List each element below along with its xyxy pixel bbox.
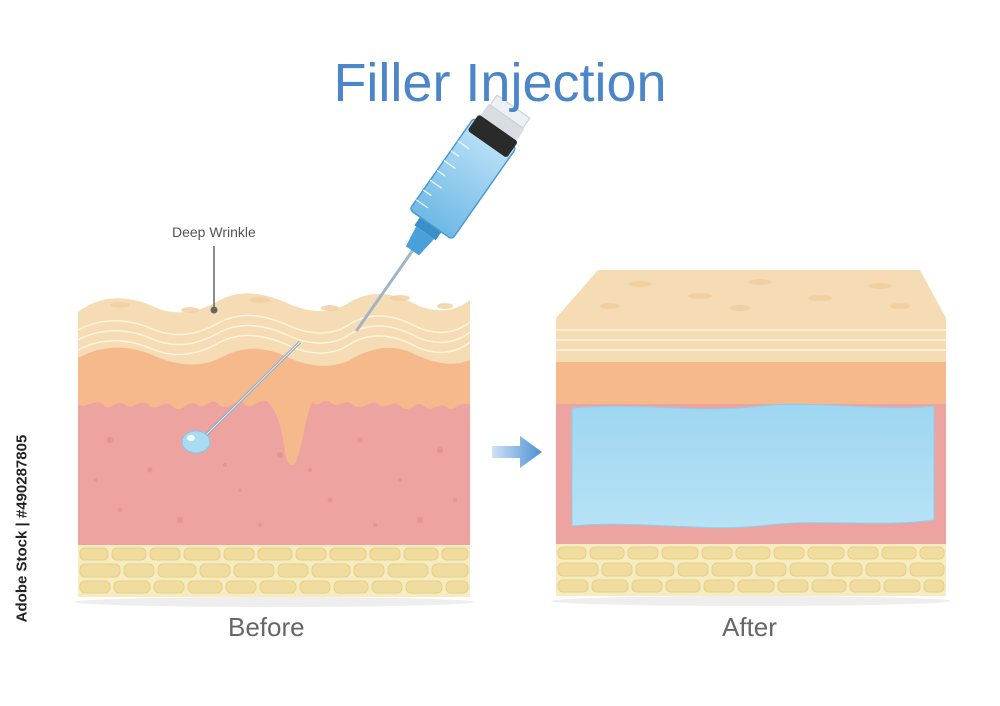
after-filler-volume [571,403,935,529]
stock-watermark: Adobe Stock | #490287805 [13,434,31,623]
before-fat-cells [79,547,469,594]
deep-wrinkle-callout [210,246,218,314]
syringe-needle [354,248,415,332]
before-epidermis-lines [77,314,471,356]
after-epidermis-top [556,270,946,318]
syringe-plunger-seal [468,115,517,157]
syringe-plunger [489,94,531,129]
before-to-after-arrow [492,436,542,468]
before-skin-block [74,293,474,607]
after-shadow [551,596,951,606]
syringe-hub [405,226,435,256]
deep-wrinkle-label: Deep Wrinkle [172,224,256,240]
after-epidermis-lines [556,329,946,351]
filler-droplet [181,430,211,454]
before-dermis-layer [78,395,470,547]
before-shadow [74,597,474,607]
after-upper-dermis [556,362,946,404]
before-surface-texture [110,295,453,313]
after-skin-block [551,270,951,606]
before-upper-dermis [78,340,470,466]
before-dermis-texture [93,437,457,527]
after-surface-texture [600,279,910,311]
syringe [354,94,531,332]
filler-cannula [181,340,302,454]
after-fat-cells [557,546,945,593]
diagram-title: Filler Injection [333,53,667,113]
after-caption: After [722,612,777,642]
before-caption: Before [228,612,305,642]
